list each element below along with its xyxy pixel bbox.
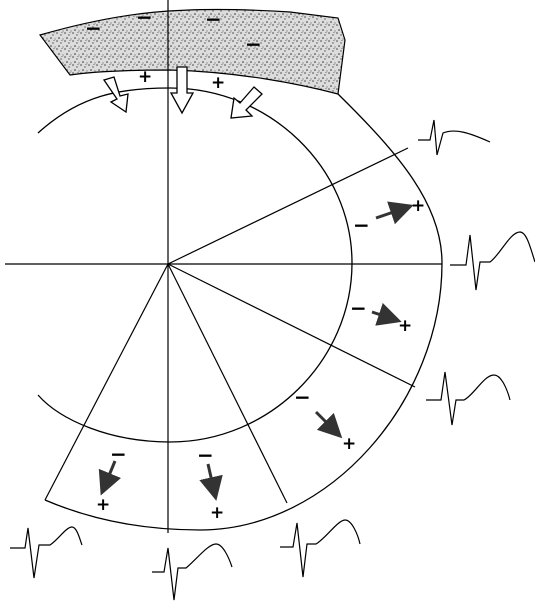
inner-circle-arc: [37, 87, 353, 443]
hollow-arrow-icon: [169, 66, 195, 115]
solid-arrow-icon: [375, 201, 414, 225]
radial-line-lower-left: [44, 263, 169, 501]
waveform-icon: [426, 371, 511, 426]
plus-sign: +: [342, 434, 356, 454]
hollow-arrow-icon: [230, 86, 263, 119]
ecg-waveforms: [10, 119, 535, 601]
upper-right-vector: − +: [353, 196, 425, 237]
radial-line-lower-right: [167, 263, 416, 388]
plus-sign: +: [210, 503, 224, 523]
lower-mid-right-vector: − +: [294, 385, 356, 454]
minus-sign: −: [85, 16, 102, 40]
lower-left-vector: − +: [96, 442, 127, 515]
speckled-band: [38, 8, 346, 95]
hollow-arrows: [102, 66, 263, 119]
plus-sign: +: [411, 196, 425, 216]
minus-sign: −: [205, 7, 222, 31]
plus-sign: +: [211, 73, 225, 93]
band-plus-signs: + +: [138, 67, 225, 93]
outer-circle-arc: [44, 93, 443, 531]
plus-sign: +: [398, 316, 412, 336]
radial-line-upper-right: [167, 147, 409, 265]
minus-sign: −: [245, 32, 262, 56]
radial-line-lower-mid: [167, 263, 288, 504]
lower-mid-left-vector: − +: [197, 443, 224, 523]
waveform-icon: [10, 526, 83, 579]
waveform-icon: [152, 543, 233, 601]
minus-sign: −: [197, 443, 214, 467]
minus-sign: −: [294, 385, 311, 409]
minus-sign: −: [353, 213, 370, 237]
segment-arrows: − + − + − + − + − +: [96, 196, 425, 523]
radial-lines: [5, 0, 442, 533]
solid-arrow-icon: [98, 460, 121, 496]
minus-sign: −: [136, 5, 153, 29]
lower-right-vector: − +: [350, 296, 412, 336]
waveform-icon: [418, 119, 491, 156]
solid-arrow-icon: [371, 302, 402, 326]
plus-sign: +: [96, 495, 110, 515]
minus-sign: −: [110, 442, 127, 466]
minus-sign: −: [350, 296, 367, 320]
waveform-icon: [450, 231, 535, 291]
solid-arrow-icon: [199, 463, 223, 501]
hollow-arrow-icon: [102, 76, 129, 114]
plus-sign: +: [138, 67, 152, 87]
solid-arrow-icon: [314, 410, 343, 439]
band-signs: − − − −: [85, 5, 262, 56]
waveform-icon: [280, 519, 361, 578]
